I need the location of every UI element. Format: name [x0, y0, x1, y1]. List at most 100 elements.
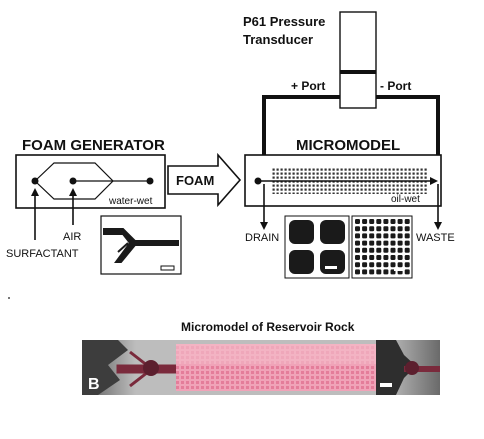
fine-grain: [362, 240, 368, 246]
fine-grain: [404, 233, 410, 239]
fine-grain: [369, 233, 375, 239]
fine-grain: [376, 226, 382, 232]
fine-grain: [390, 247, 396, 253]
transducer-divider: [340, 70, 376, 74]
transducer-label-line2: Transducer: [243, 32, 313, 47]
fine-grain: [383, 240, 389, 246]
fine-grain: [355, 226, 360, 232]
photo-right-port: [405, 361, 419, 375]
fine-grain: [383, 226, 389, 232]
fine-grain: [397, 262, 403, 268]
fine-grain: [362, 269, 368, 275]
fine-grain: [383, 262, 389, 268]
generator-air-port: [69, 177, 77, 185]
fine-grain: [383, 219, 389, 224]
fine-grain: [362, 219, 368, 224]
micromodel: MICROMODEL oil-wet DRAIN WASTE: [244, 137, 455, 279]
plus-port-label: + Port: [291, 79, 325, 93]
pressure-transducer: P61 Pressure Transducer + Port - Port: [243, 11, 411, 109]
fine-grain: [369, 262, 375, 268]
fine-grain: [404, 219, 410, 224]
fine-inset-frame: [351, 215, 413, 279]
fine-grain: [355, 219, 360, 224]
generator-wettability: water-wet: [108, 196, 153, 207]
fine-grain: [397, 226, 403, 232]
fine-grain: [390, 262, 396, 268]
fine-grain: [397, 240, 403, 246]
fine-grain: [369, 255, 375, 260]
fine-grain: [369, 226, 375, 232]
fine-grain: [369, 269, 375, 275]
fine-grain: [376, 255, 382, 260]
transducer-body: [339, 11, 377, 109]
air-label: AIR: [63, 231, 81, 243]
generator-inset: [100, 215, 182, 275]
fine-grain: [404, 247, 410, 253]
foam-arrow-label: FOAM: [176, 173, 214, 188]
fine-grain: [362, 255, 368, 260]
photo-left-dark-region: [82, 340, 128, 395]
fine-grain: [404, 255, 410, 260]
fine-grain: [404, 269, 410, 275]
foam-flow-arrow: FOAM: [167, 152, 242, 208]
fine-grain: [376, 247, 382, 253]
fine-grain: [369, 247, 375, 253]
fine-grain: [383, 247, 389, 253]
fine-grain: [376, 219, 382, 224]
photo-right-dark-region: [376, 340, 416, 395]
micromodel-wettability: oil-wet: [391, 194, 420, 205]
panel-letter: B: [88, 376, 100, 393]
fine-grain: [376, 269, 382, 275]
fine-grain: [355, 269, 360, 275]
photo-left-port: [143, 360, 159, 376]
fine-grain: [362, 233, 368, 239]
fine-inset-scalebar: [394, 268, 404, 271]
fine-grain: [390, 219, 396, 224]
transducer-label-line1: P61 Pressure: [243, 14, 325, 29]
fine-grain: [397, 247, 403, 253]
minus-port-label: - Port: [380, 79, 411, 93]
foam-generator: FOAM GENERATOR water-wet AIR SURFACTANT: [6, 137, 182, 275]
pore-grain-inset-coarse: [284, 215, 350, 279]
generator-inset-scalebar: [160, 265, 175, 271]
fine-grain: [383, 269, 389, 275]
fine-grain: [397, 255, 403, 260]
fine-grain: [390, 233, 396, 239]
fine-grain: [383, 233, 389, 239]
fine-grain: [355, 247, 360, 253]
grain: [289, 250, 314, 274]
fine-grain: [404, 262, 410, 268]
fine-grain: [376, 240, 382, 246]
grain: [320, 220, 345, 244]
fine-grain: [355, 255, 360, 260]
fine-grain: [362, 247, 368, 253]
waste-label: WASTE: [416, 232, 455, 244]
coarse-inset-scalebar: [325, 266, 337, 269]
photo-scalebar: [380, 383, 392, 387]
micromodel-title: MICROMODEL: [296, 137, 400, 154]
fine-grain: [369, 219, 375, 224]
surfactant-label: SURFACTANT: [6, 248, 79, 260]
micromodel-photo: B: [82, 340, 440, 395]
fine-grain: [376, 262, 382, 268]
fine-grain: [355, 233, 360, 239]
generator-surfactant-port: [31, 177, 39, 185]
foam-arrow-shape: [167, 152, 242, 208]
foam-generator-title: FOAM GENERATOR: [22, 137, 165, 154]
fine-grain: [362, 226, 368, 232]
fine-grain: [397, 219, 403, 224]
fine-grain: [383, 255, 389, 260]
fine-grain: [404, 226, 410, 232]
grain: [289, 220, 314, 244]
grain: [320, 250, 345, 274]
fine-grain: [397, 233, 403, 239]
fine-grain: [404, 240, 410, 246]
generator-inset-channels: [103, 228, 179, 263]
fine-grain: [355, 262, 360, 268]
micromodel-inlet-port: [254, 177, 262, 185]
photo-caption: Micromodel of Reservoir Rock: [181, 320, 355, 334]
pore-grain-inset-fine: [351, 215, 413, 279]
drain-label: DRAIN: [245, 232, 279, 244]
